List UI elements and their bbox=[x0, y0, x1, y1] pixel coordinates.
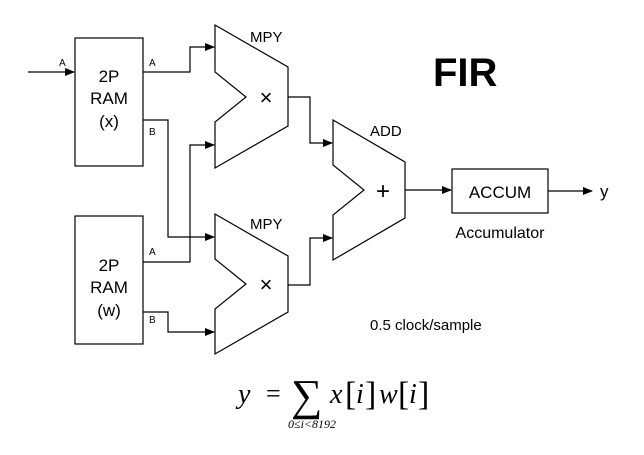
formula-equals: = bbox=[266, 379, 281, 408]
formula-index-1: i bbox=[356, 379, 364, 410]
formula-bracket-l1: [ bbox=[345, 376, 356, 413]
ram-w-line2: RAM bbox=[90, 278, 128, 297]
formula-bracket-r1: ] bbox=[365, 376, 376, 413]
accum-label: ACCUM bbox=[469, 183, 531, 202]
diagram-title: FIR bbox=[433, 51, 498, 95]
mpy-top-label: MPY bbox=[250, 29, 283, 46]
formula-index-2: i bbox=[409, 379, 417, 410]
ram-w-line1: 2P bbox=[99, 256, 120, 275]
ram-x-port-b: B bbox=[149, 127, 156, 138]
ram-w-block bbox=[74, 215, 144, 345]
mpy-bottom-symbol: × bbox=[260, 272, 273, 297]
ram-x-block bbox=[74, 37, 144, 167]
mpy-bottom-block bbox=[214, 212, 289, 356]
wire-mpytop-add bbox=[288, 96, 333, 147]
output-label: y bbox=[600, 182, 609, 201]
ram-x-port-a: A bbox=[149, 58, 156, 69]
wire-ramw-a bbox=[143, 141, 215, 263]
wire-ramw-b bbox=[143, 311, 215, 336]
ram-x-line1: 2P bbox=[99, 67, 120, 86]
formula-bracket-l2: [ bbox=[398, 376, 409, 413]
mpy-top-block bbox=[214, 23, 289, 170]
ram-w-line3: (w) bbox=[97, 301, 121, 320]
adder-symbol: + bbox=[376, 178, 390, 205]
accum-block bbox=[451, 168, 549, 214]
adder-block bbox=[332, 118, 406, 262]
formula-sum: ∑ bbox=[291, 371, 322, 420]
adder-label: ADD bbox=[370, 123, 402, 140]
mpy-bottom-label: MPY bbox=[250, 216, 283, 233]
wire-ramx-b bbox=[143, 119, 215, 241]
formula-w: w bbox=[379, 379, 398, 410]
wire-ramx-a bbox=[143, 43, 215, 73]
input-port-label: A bbox=[59, 58, 66, 69]
ram-w-port-b: B bbox=[149, 315, 156, 326]
ram-w-port-a: A bbox=[149, 247, 156, 258]
ram-x-line3: (x) bbox=[99, 112, 119, 131]
formula-lhs: y bbox=[235, 379, 251, 410]
ram-x-line2: RAM bbox=[90, 89, 128, 108]
wire-mpybottom-add bbox=[288, 234, 333, 286]
formula: y = ∑ 0≤i<8192 x [ i ] w [ i ] bbox=[235, 371, 429, 431]
formula-bracket-r2: ] bbox=[418, 376, 429, 413]
formula-subscript: 0≤i<8192 bbox=[288, 417, 336, 431]
formula-x: x bbox=[329, 379, 343, 410]
mpy-top-symbol: × bbox=[260, 85, 273, 110]
accum-caption: Accumulator bbox=[456, 225, 546, 242]
rate-note: 0.5 clock/sample bbox=[370, 317, 482, 334]
